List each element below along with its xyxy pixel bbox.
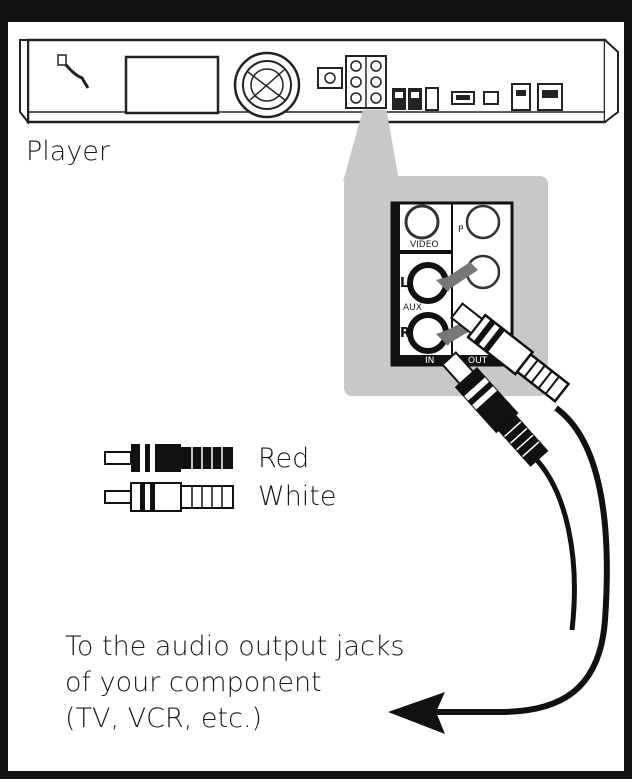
rca-cable <box>388 302 610 734</box>
caption-line-1: To the audio output jacks <box>65 631 405 662</box>
pr-jack <box>465 204 501 240</box>
player-rear-panel <box>19 38 619 125</box>
caption-line-2: of your component <box>65 667 322 698</box>
in-text: IN <box>425 356 434 366</box>
legend-white-plug-icon <box>104 482 234 512</box>
caption-line-3: (TV, VCR, etc.) <box>65 703 263 734</box>
aux-r-text: R <box>400 326 410 341</box>
pr-text: P <box>458 225 464 235</box>
legend-red-plug-icon <box>104 444 233 472</box>
legend-white-label: White <box>258 481 337 512</box>
legend-red-label: Red <box>258 443 310 474</box>
video-text: VIDEO <box>410 240 439 250</box>
player-label: Player <box>26 136 111 167</box>
out-text: OUT <box>468 356 488 366</box>
arrow-to-component <box>388 692 445 734</box>
top-band <box>4 4 628 22</box>
caption: To the audio output jacks of your compon… <box>65 629 405 737</box>
aux-l-text: L <box>400 276 408 291</box>
aux-text: AUX <box>403 303 422 313</box>
video-jack <box>404 204 440 240</box>
